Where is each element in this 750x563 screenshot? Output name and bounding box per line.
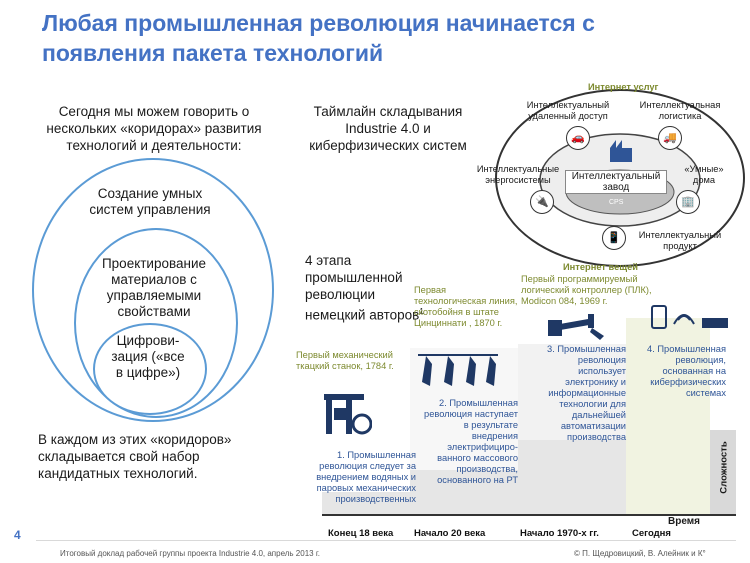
tick-18c: Конец 18 века [328, 528, 394, 539]
timeline-title: Таймлайн складывания Industrie 4.0 и киб… [309, 104, 467, 153]
factory-roof-icon [610, 140, 622, 148]
time-axis [322, 514, 736, 516]
robot-arm-icon [548, 314, 604, 340]
footer-source: Итоговый доклад рабочей группы проекта I… [60, 549, 320, 558]
step-2 [410, 470, 518, 514]
circle-inner-label: Цифрови-зация («все в цифре») [111, 333, 185, 380]
complexity-axis-bar [710, 430, 736, 514]
step-1 [322, 492, 410, 514]
cps-devices-icon [651, 305, 728, 329]
footer-copyright: © П. Щедровицкий, В. Алейник и К° [574, 549, 706, 558]
logistics-icon: 🚚 [658, 126, 682, 150]
step-3-upper [518, 344, 626, 440]
cps-label: CPS [609, 199, 624, 206]
node-homes-label: «Умные» дома [684, 164, 724, 185]
step-4 [626, 318, 710, 514]
stages-label: 4 этапа промышленной революции немецкий … [305, 253, 424, 323]
corridors-outro: В каждом из этих «коридоров» складываетс… [38, 432, 232, 481]
internet-services-label: Интернет услуг [588, 82, 659, 92]
loom-icon [324, 394, 372, 435]
milestone-loom: Первый механический ткацкий станок, 1784… [296, 350, 394, 371]
product-icon: 📱 [602, 226, 626, 250]
home-icon: 🏢 [676, 190, 700, 214]
tick-20c: Начало 20 века [414, 528, 486, 539]
node-logistics-label: Интеллектуальная логистика [639, 100, 721, 121]
energy-icon: 🔌 [530, 190, 554, 214]
circle-outer-label: Создание умных систем управления [89, 186, 211, 217]
node-energy-label: Интеллектуальные энергосистемы [476, 164, 560, 185]
corridors-intro: Сегодня мы можем говорить о нескольких «… [46, 104, 262, 153]
node-remote-label: Интеллектуальный удаленный доступ [526, 100, 610, 121]
step-3 [518, 440, 626, 514]
tick-1970: Начало 1970-х гг. [520, 528, 599, 539]
footer-line [36, 540, 736, 541]
revolution-4: 4. Промышленная революция, основанная на… [647, 344, 726, 398]
complexity-axis-title: Сложность [718, 441, 730, 494]
time-axis-title: Время [668, 516, 700, 527]
node-product-label: Интеллектуальный продукт [638, 230, 722, 251]
outer-ellipse [495, 89, 745, 267]
factory-icon [610, 148, 632, 162]
slide-title: Любая промышленная революция начинается … [42, 10, 595, 66]
remote-access-icon: 🚗 [566, 126, 590, 150]
slaughter-line-icon [418, 354, 498, 386]
circle-middle-label: Проектирование материалов с управляемыми… [101, 256, 207, 319]
center-label: Интеллектуальный завод [565, 170, 667, 194]
milestone-plc: Первый программируемый логический контро… [521, 274, 652, 306]
page-number: 4 [14, 528, 21, 542]
revolution-3: 3. Промышленная революция использует эле… [547, 344, 626, 442]
milestone-line: Первая технологическая линия, скотобойня… [414, 285, 518, 328]
revolution-1: 1. Промышленная революция следует за вне… [316, 450, 416, 504]
revolution-2: 2. Промышленная революция наступает в ре… [424, 398, 518, 485]
circle-inner [93, 323, 207, 415]
tick-today: Сегодня [632, 528, 671, 539]
internet-things-label: Интернет вещей [563, 262, 638, 272]
